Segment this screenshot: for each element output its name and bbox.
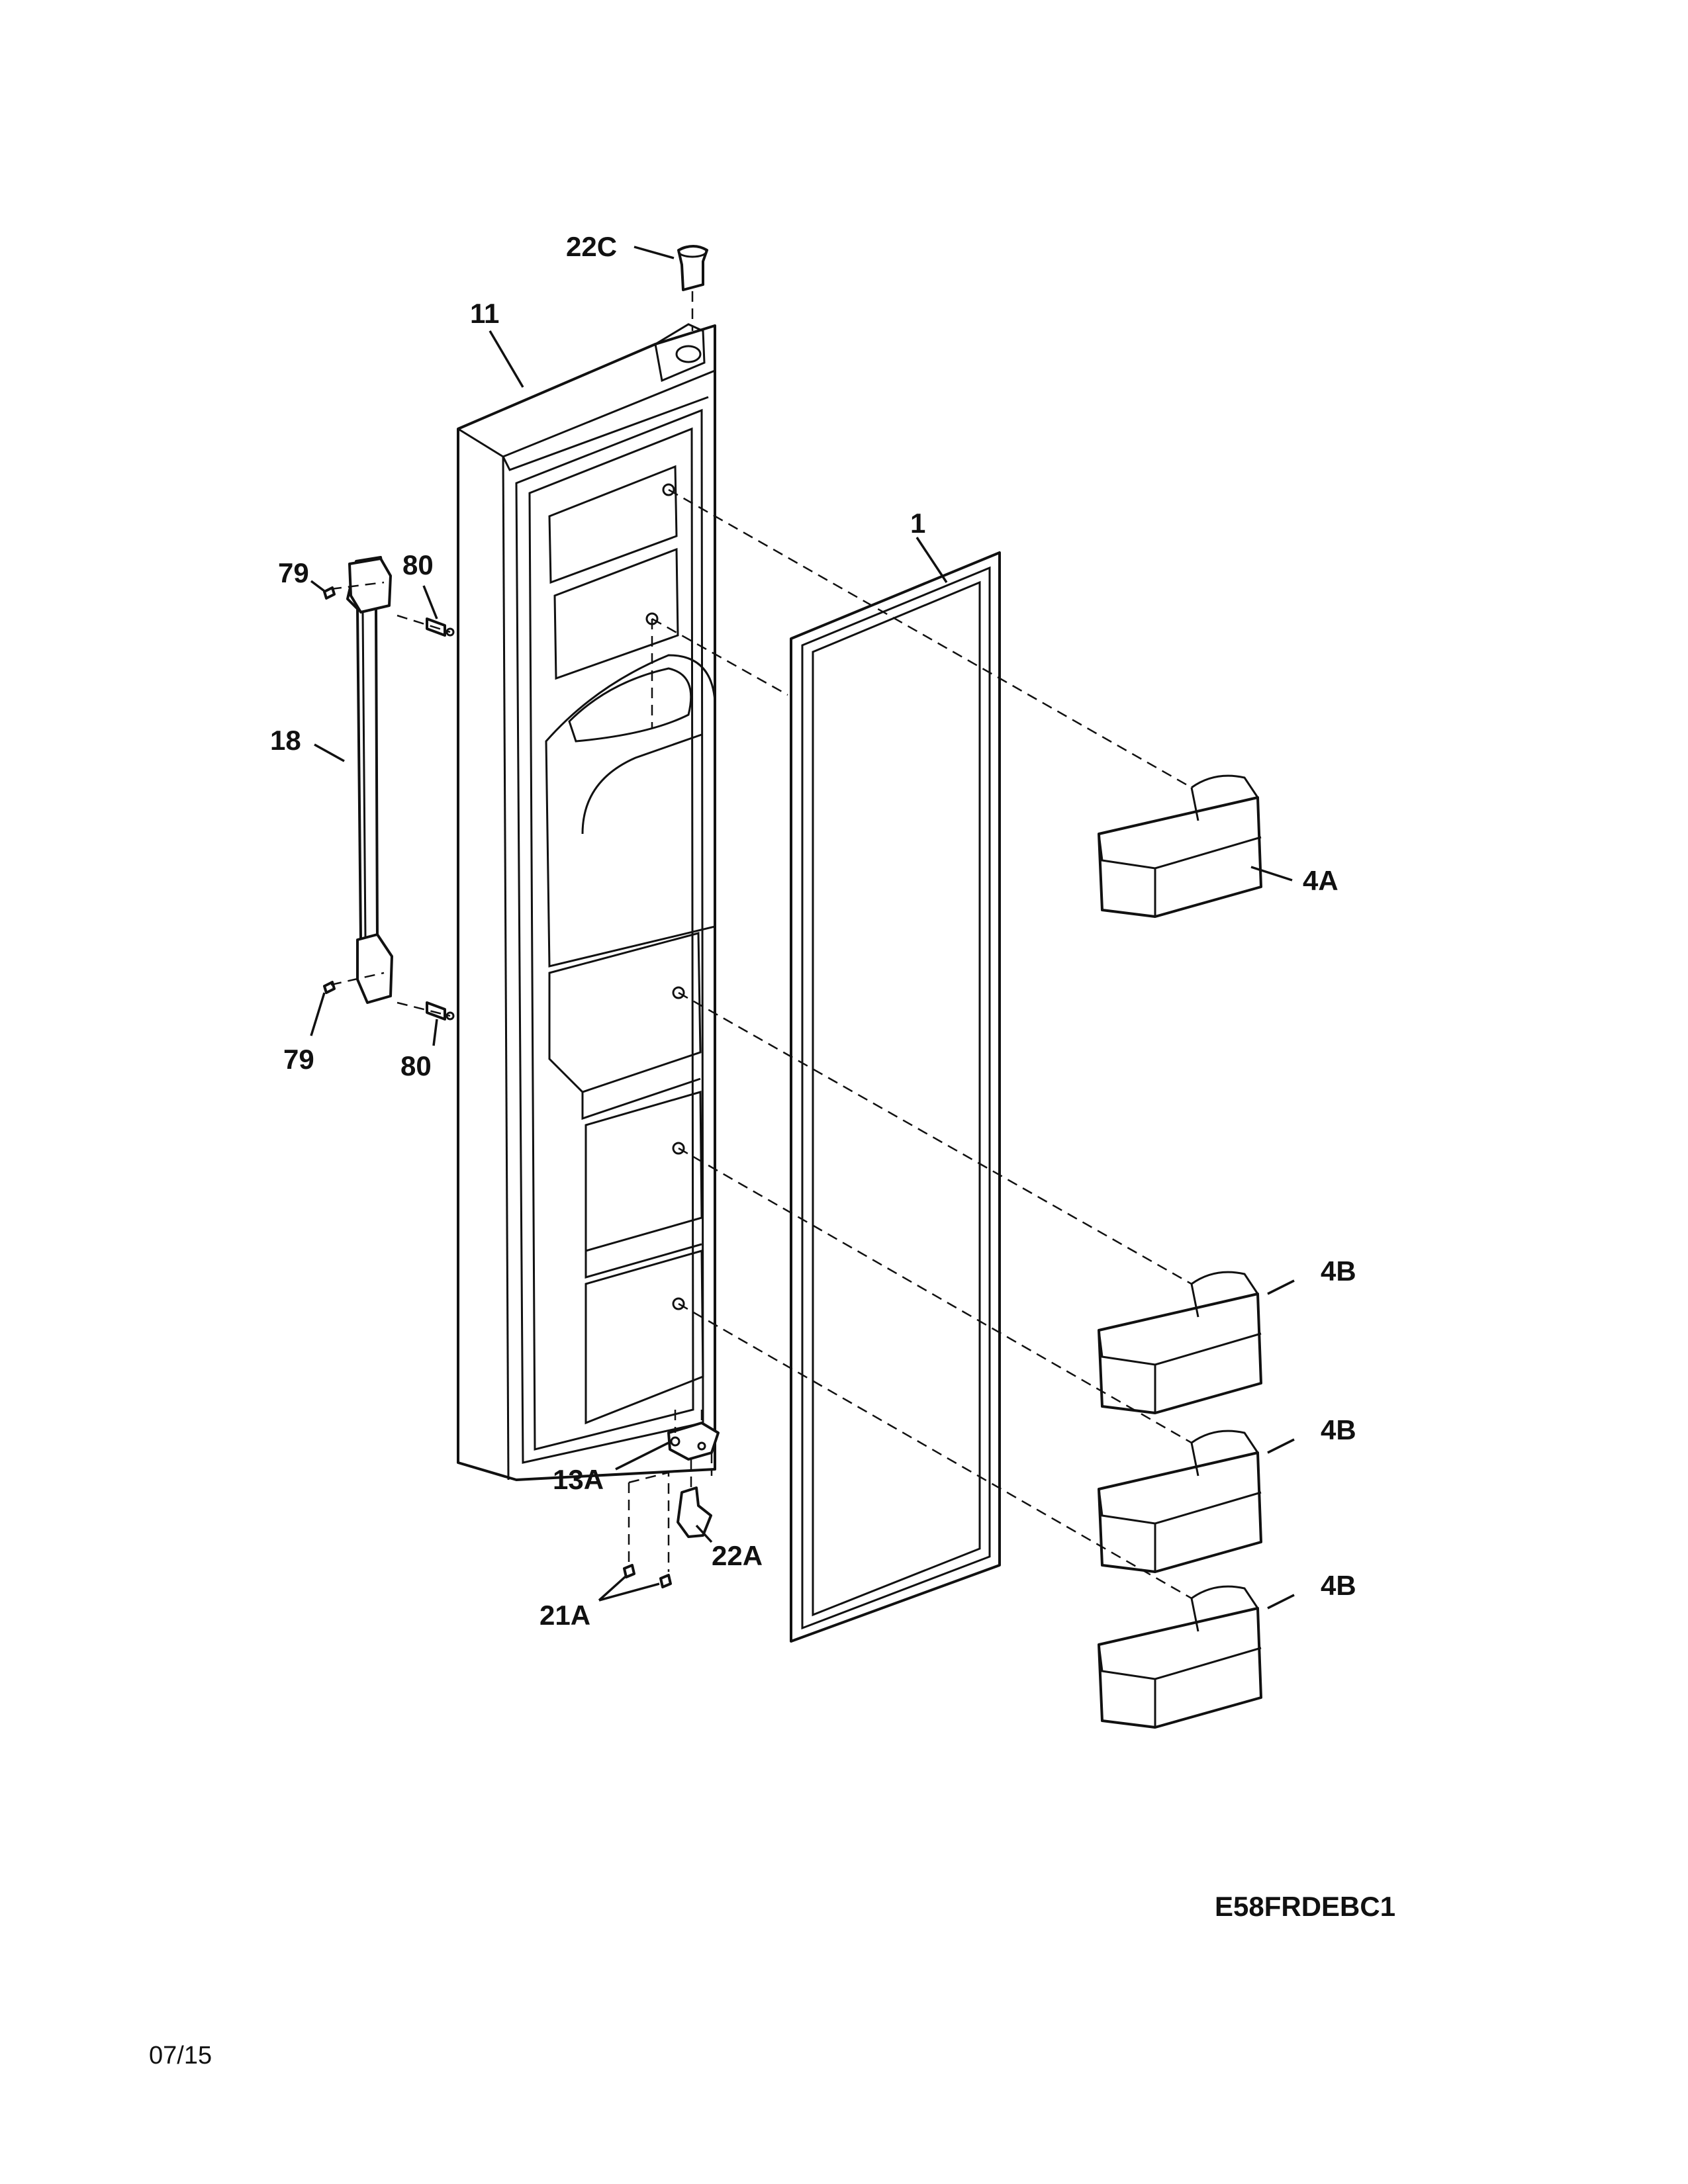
callout-labels: 22C 11 1 79 80 18 4A 79 80 4B 4B 13A 4B … <box>270 231 1356 1631</box>
callout-4B-middle: 4B <box>1321 1414 1356 1445</box>
callout-1: 1 <box>910 508 925 539</box>
callout-13A: 13A <box>553 1464 604 1495</box>
callout-80-upper: 80 <box>402 549 434 580</box>
callout-80-lower: 80 <box>400 1050 432 1081</box>
door-bin-4A <box>1098 774 1262 918</box>
door-assembly <box>445 323 716 1481</box>
callout-22C: 22C <box>566 231 617 262</box>
door-gasket <box>790 551 1001 1643</box>
hardware <box>323 245 720 1588</box>
door-handle <box>346 556 393 1004</box>
callout-79-lower: 79 <box>283 1044 314 1075</box>
callout-21A: 21A <box>539 1600 590 1631</box>
callout-79-upper: 79 <box>278 557 309 588</box>
callout-18: 18 <box>270 725 301 756</box>
revision-date: 07/15 <box>149 2042 212 2070</box>
callout-11: 11 <box>470 298 499 329</box>
model-code: E58FRDEBC1 <box>1215 1891 1395 1922</box>
callout-4A: 4A <box>1303 865 1338 896</box>
callout-22A: 22A <box>712 1540 763 1571</box>
door-bin-4B-3 <box>1098 1585 1262 1729</box>
leader-lines <box>310 246 1295 1610</box>
assembly-lines <box>330 291 1192 1600</box>
door-bin-4B-2 <box>1098 1430 1262 1573</box>
door-bin-4B-1 <box>1098 1271 1262 1414</box>
callout-4B-upper: 4B <box>1321 1255 1356 1287</box>
callout-4B-lower: 4B <box>1321 1570 1356 1601</box>
